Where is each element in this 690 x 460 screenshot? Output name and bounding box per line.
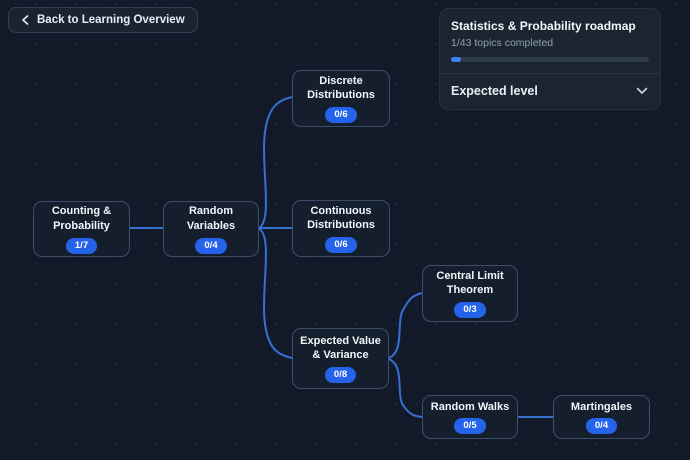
topic-progress-badge: 0/6 bbox=[325, 107, 357, 124]
progress-text: 1/43 topics completed bbox=[451, 37, 554, 50]
expected-level-dropdown[interactable]: Expected level bbox=[440, 74, 660, 109]
topic-node-continuous-distributions[interactable]: Continuous Distributions 0/6 bbox=[292, 200, 390, 257]
topic-title: Counting & Probability bbox=[51, 205, 112, 232]
roadmap-panel: Statistics & Probability roadmap 1/43 to… bbox=[439, 8, 661, 111]
expected-level-label: Expected level bbox=[451, 84, 538, 99]
topic-node-martingales[interactable]: Martingales 0/4 bbox=[553, 395, 650, 439]
topic-node-counting-probability[interactable]: Counting & Probability 1/7 bbox=[33, 201, 130, 257]
roadmap-panel-header: Statistics & Probability roadmap 1/43 to… bbox=[440, 9, 660, 73]
back-button-label: Back to Learning Overview bbox=[37, 14, 185, 26]
topic-node-random-walks[interactable]: Random Walks 0/5 bbox=[422, 395, 518, 439]
progress-bar bbox=[451, 57, 649, 63]
topic-title: Continuous Distributions bbox=[307, 204, 375, 232]
topic-progress-badge: 0/8 bbox=[324, 367, 357, 384]
topic-progress-badge: 0/4 bbox=[585, 418, 618, 435]
topic-title: Central Limit Theorem bbox=[436, 269, 504, 297]
topic-title: Expected Value & Variance bbox=[300, 334, 381, 362]
topic-title: Martingales bbox=[570, 400, 633, 413]
roadmap-title: Statistics & Probability roadmap bbox=[451, 19, 636, 33]
topic-title: Random Variables bbox=[186, 205, 236, 232]
topic-node-expected-value-variance[interactable]: Expected Value & Variance 0/8 bbox=[292, 328, 389, 389]
topic-progress-badge: 0/6 bbox=[325, 237, 357, 254]
topic-title: Discrete Distributions bbox=[307, 74, 375, 102]
topic-progress-badge: 1/7 bbox=[65, 237, 98, 254]
topic-progress-badge: 0/3 bbox=[454, 302, 486, 319]
back-button[interactable]: Back to Learning Overview bbox=[8, 7, 198, 33]
panel-divider bbox=[440, 73, 660, 75]
topic-title: Random Walks bbox=[430, 400, 510, 413]
topic-node-central-limit-theorem[interactable]: Central Limit Theorem 0/3 bbox=[422, 265, 518, 322]
edge-expected-to-clt bbox=[388, 292, 423, 359]
topic-progress-badge: 0/4 bbox=[195, 237, 227, 254]
edge-random-to-expected bbox=[258, 228, 293, 359]
progress-bar-fill bbox=[451, 57, 461, 63]
topic-progress-badge: 0/5 bbox=[454, 418, 486, 435]
edge-expected-to-walks bbox=[388, 358, 423, 418]
topic-node-random-variables[interactable]: Random Variables 0/4 bbox=[163, 201, 259, 257]
edge-random-to-discrete bbox=[258, 96, 293, 229]
topic-node-discrete-distributions[interactable]: Discrete Distributions 0/6 bbox=[292, 70, 390, 127]
chevron-down-icon bbox=[636, 82, 648, 100]
chevron-left-icon bbox=[21, 15, 30, 25]
